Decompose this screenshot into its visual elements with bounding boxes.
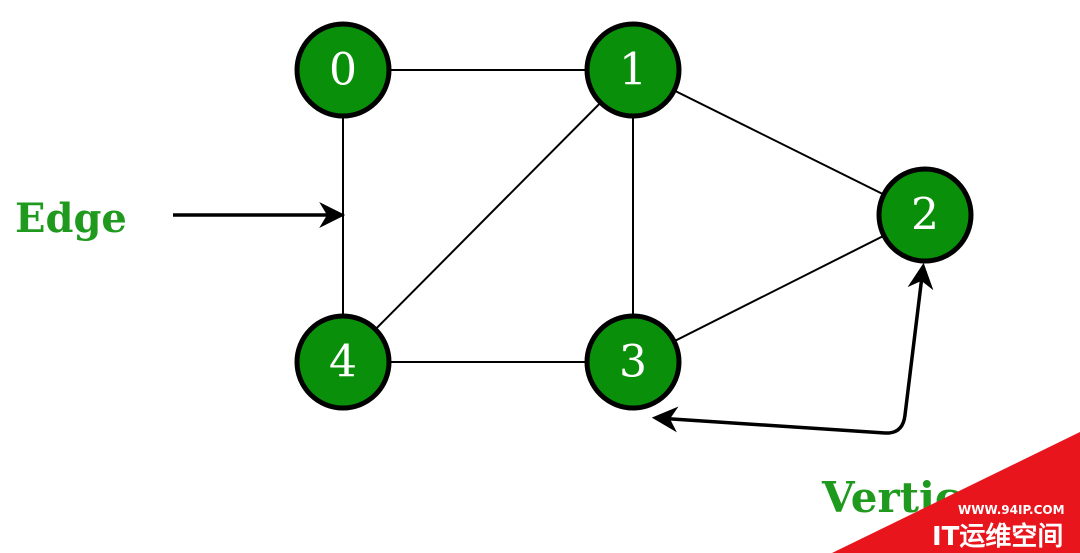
edge-3-2 — [632, 214, 926, 363]
vertex-label: 2 — [911, 190, 939, 241]
vertex-1: 1 — [584, 21, 682, 119]
vertex-circle — [294, 21, 392, 119]
vertex-2: 2 — [876, 166, 974, 264]
vertex-3: 3 — [584, 313, 682, 411]
vertices-callout: Vertic — [651, 262, 961, 522]
edge-1-4 — [342, 69, 634, 363]
vertex-circle — [294, 313, 392, 411]
vertex-0: 0 — [294, 21, 392, 119]
vertex-circle — [876, 166, 974, 264]
watermark: WWW.94IP.COM IT运维空间 — [832, 432, 1080, 553]
watermark-url: WWW.94IP.COM — [958, 503, 1065, 517]
vertex-label: 0 — [329, 45, 357, 96]
edge-1-2 — [632, 69, 926, 216]
nodes-layer: 0 1 2 3 4 — [294, 21, 974, 411]
watermark-triangle — [832, 432, 1080, 553]
vertex-circle — [584, 21, 682, 119]
edge-callout: Edge — [15, 195, 346, 242]
vertex-label: 1 — [619, 45, 647, 96]
vertex-4: 4 — [294, 313, 392, 411]
vertex-label: 3 — [619, 337, 647, 388]
vertices-callout-arrow — [651, 262, 934, 435]
watermark-name: IT运维空间 — [932, 521, 1063, 552]
edge-callout-label: Edge — [15, 195, 127, 242]
vertex-circle — [584, 313, 682, 411]
vertex-label: 4 — [329, 337, 357, 388]
